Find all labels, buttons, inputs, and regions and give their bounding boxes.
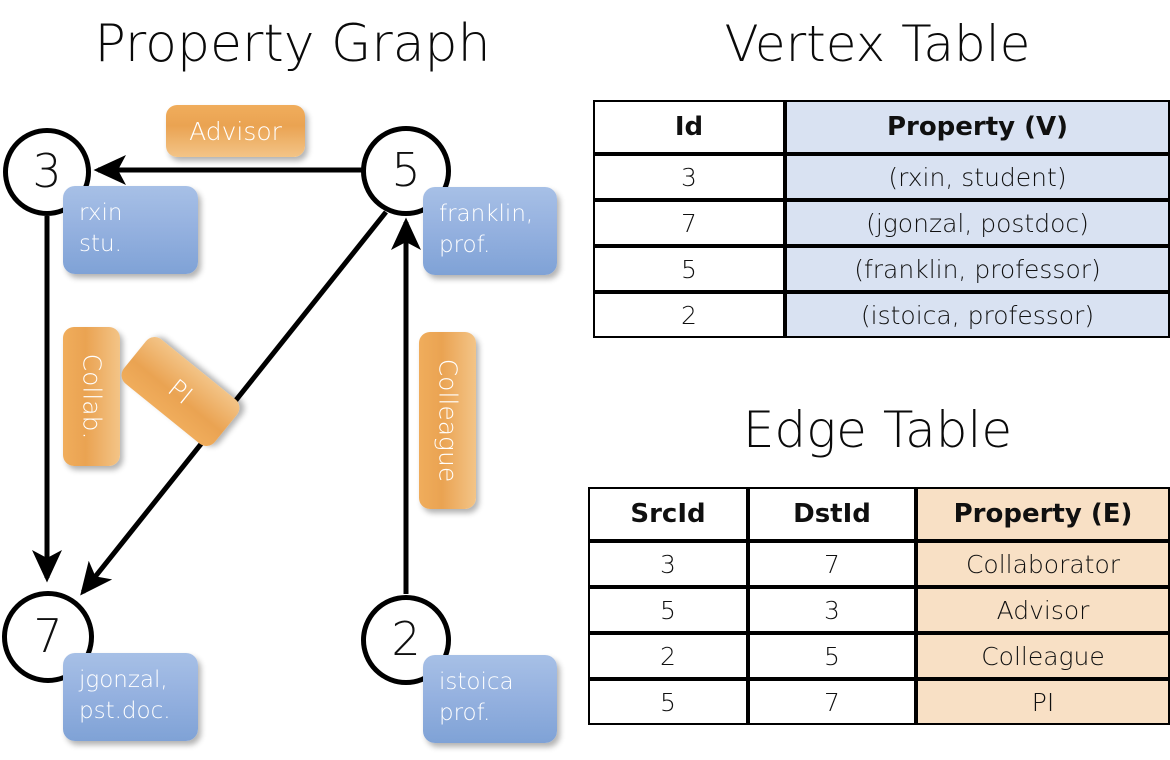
vertex-row-property: (istoica, professor) bbox=[785, 292, 1170, 338]
edge-row-src: 2 bbox=[588, 633, 748, 679]
edge-table-col-property: Property (E) bbox=[916, 487, 1170, 541]
vertex-property-bubble-3: rxin stu. bbox=[63, 186, 198, 274]
vertex-row-id: 2 bbox=[593, 292, 785, 338]
edge-row-src: 3 bbox=[588, 541, 748, 587]
page-title-vertex-table: Vertex Table bbox=[724, 15, 1031, 73]
vertex-table-header-row: Id Property (V) bbox=[593, 100, 1170, 154]
edge-table-col-srcid: SrcId bbox=[588, 487, 748, 541]
vertex-property-bubble-7: jgonzal, pst.doc. bbox=[63, 653, 198, 741]
edge-label-collab-text: Collab. bbox=[77, 353, 106, 440]
edge-label-chip-collab: Collab. bbox=[63, 327, 120, 466]
edge-label-chip-advisor: Advisor bbox=[166, 105, 305, 157]
edge-row-property: Advisor bbox=[916, 587, 1170, 633]
vertex-property-bubble-2: istoica prof. bbox=[423, 655, 557, 743]
edge-label-chip-colleague: Colleague bbox=[419, 332, 476, 509]
vertex-node-2-label: 2 bbox=[391, 612, 421, 666]
vertex-table: Id Property (V) 3 (rxin, student) 7 (jgo… bbox=[593, 100, 1170, 338]
edge-row-dst: 3 bbox=[748, 587, 916, 633]
vertex-row-property: (franklin, professor) bbox=[785, 246, 1170, 292]
edge-label-colleague-text: Colleague bbox=[433, 358, 463, 483]
page-title-property-graph: Property Graph bbox=[94, 14, 491, 74]
edge-label-advisor-text: Advisor bbox=[189, 116, 282, 146]
table-row[interactable]: 7 (jgonzal, postdoc) bbox=[593, 200, 1170, 246]
table-row[interactable]: 3 7 Collaborator bbox=[588, 541, 1170, 587]
table-row[interactable]: 5 3 Advisor bbox=[588, 587, 1170, 633]
edge-row-dst: 5 bbox=[748, 633, 916, 679]
vertex-node-2[interactable]: 2 bbox=[361, 595, 451, 685]
edge-label-pi-text: PI bbox=[162, 373, 199, 410]
table-row[interactable]: 5 7 PI bbox=[588, 679, 1170, 725]
edge-row-property: Colleague bbox=[916, 633, 1170, 679]
vertex-row-id: 5 bbox=[593, 246, 785, 292]
vertex-property-bubble-5: franklin, prof. bbox=[423, 187, 557, 275]
table-row[interactable]: 2 5 Colleague bbox=[588, 633, 1170, 679]
vertex-row-id: 3 bbox=[593, 154, 785, 200]
edge-table-header-row: SrcId DstId Property (E) bbox=[588, 487, 1170, 541]
edge-row-src: 5 bbox=[588, 587, 748, 633]
table-row[interactable]: 5 (franklin, professor) bbox=[593, 246, 1170, 292]
vertex-row-property: (jgonzal, postdoc) bbox=[785, 200, 1170, 246]
property-graph-panel: Property Graph 3 rxin stu. 5 franklin bbox=[2, 14, 557, 743]
edge-row-property: PI bbox=[916, 679, 1170, 725]
vertex-node-5-label: 5 bbox=[391, 143, 421, 197]
vertex-row-property: (rxin, student) bbox=[785, 154, 1170, 200]
edge-table-col-dstid: DstId bbox=[748, 487, 916, 541]
edge-row-dst: 7 bbox=[748, 541, 916, 587]
edge-table: SrcId DstId Property (E) 3 7 Collaborato… bbox=[588, 487, 1170, 725]
vertex-table-col-id: Id bbox=[593, 100, 785, 154]
page-title-edge-table: Edge Table bbox=[742, 401, 1013, 459]
edge-row-src: 5 bbox=[588, 679, 748, 725]
edge-row-property: Collaborator bbox=[916, 541, 1170, 587]
table-row[interactable]: 3 (rxin, student) bbox=[593, 154, 1170, 200]
vertex-node-7-label: 7 bbox=[33, 609, 63, 663]
vertex-row-id: 7 bbox=[593, 200, 785, 246]
vertex-node-5[interactable]: 5 bbox=[361, 126, 451, 216]
edge-row-dst: 7 bbox=[748, 679, 916, 725]
vertex-table-col-property: Property (V) bbox=[785, 100, 1170, 154]
vertex-node-3-label: 3 bbox=[32, 144, 62, 198]
table-row[interactable]: 2 (istoica, professor) bbox=[593, 292, 1170, 338]
